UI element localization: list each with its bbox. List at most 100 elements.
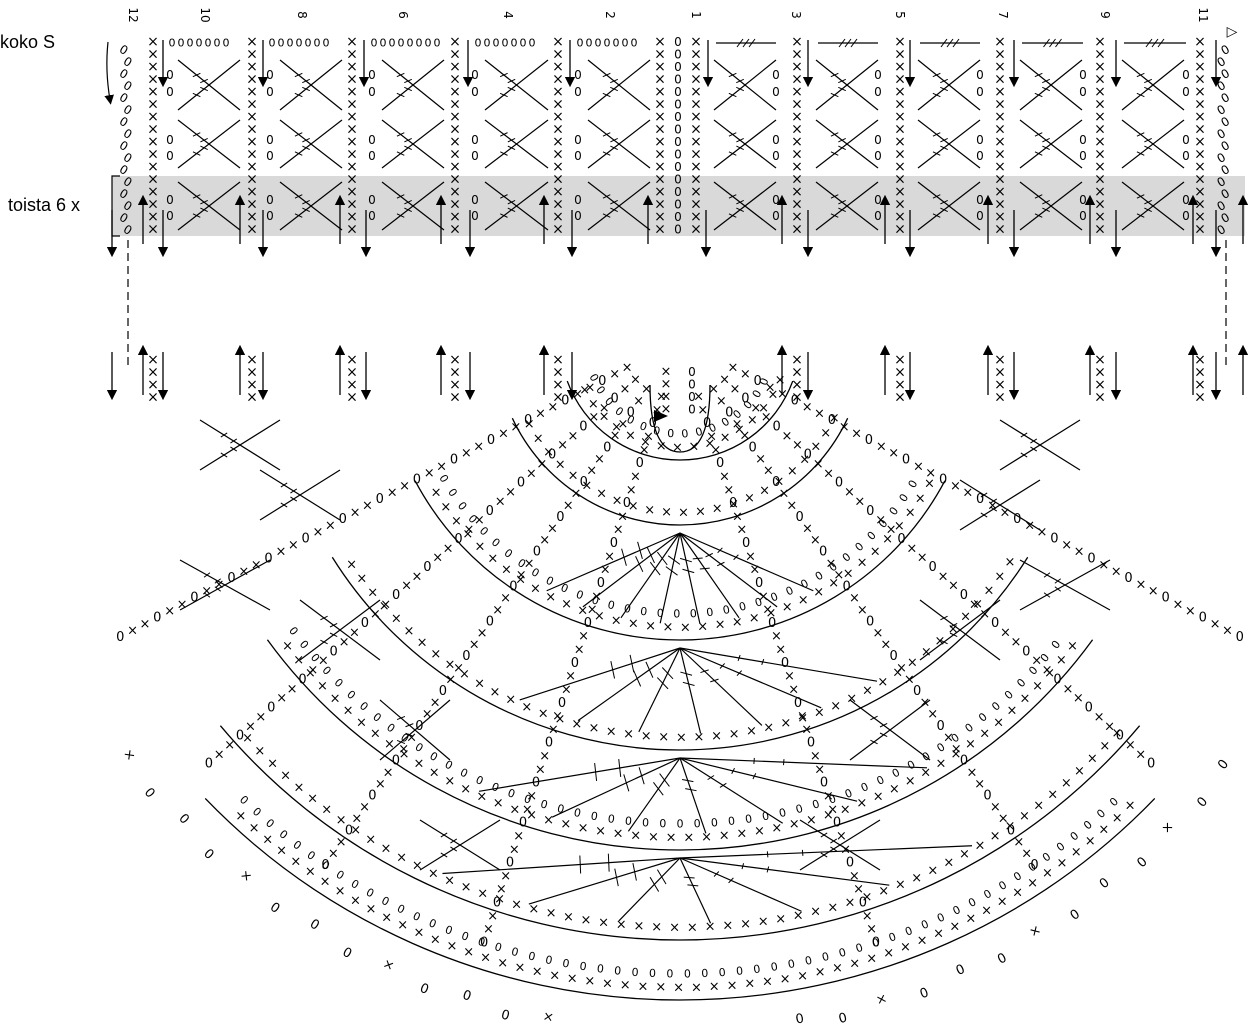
dc-tick xyxy=(638,542,643,559)
single-crochet-symbol: × xyxy=(732,615,743,630)
spoke-symbol: 0 xyxy=(376,492,384,507)
single-crochet-symbol: × xyxy=(775,373,786,388)
spoke-symbol: × xyxy=(814,407,825,422)
single-crochet-symbol: × xyxy=(321,803,332,818)
dc-tick xyxy=(657,870,666,884)
spoke-symbol: × xyxy=(432,551,443,566)
single-crochet-symbol: × xyxy=(894,390,906,406)
chain-symbol: 0 xyxy=(963,721,976,736)
chain-symbol: 0 xyxy=(266,133,274,147)
edge-symbol: 0 xyxy=(1068,907,1083,924)
chain-symbol: 0 xyxy=(787,957,796,971)
single-crochet-symbol: × xyxy=(676,730,687,745)
spoke-symbol: × xyxy=(813,457,824,472)
dc-tick xyxy=(1042,87,1050,90)
spoke-symbol: × xyxy=(307,663,318,678)
spoke-symbol: × xyxy=(557,438,568,453)
single-crochet-symbol: × xyxy=(813,585,824,600)
spoke-symbol: × xyxy=(1031,654,1042,669)
single-crochet-symbol: × xyxy=(567,971,578,986)
dc-tick xyxy=(838,87,846,90)
spoke-symbol: × xyxy=(1062,682,1073,697)
single-crochet-symbol: × xyxy=(672,440,683,455)
single-crochet-symbol: × xyxy=(549,968,560,983)
spoke-symbol: × xyxy=(536,457,547,472)
chain-symbol: 0 xyxy=(427,916,438,931)
single-crochet-symbol: × xyxy=(641,729,652,744)
chain-symbol: 0 xyxy=(278,37,285,50)
chain-symbol: 0 xyxy=(701,967,709,980)
single-crochet-symbol: × xyxy=(1074,764,1085,779)
dc-tick xyxy=(397,73,405,76)
chain-symbol: 0 xyxy=(890,766,902,781)
spoke-symbol: × xyxy=(275,545,286,560)
chain-symbol: 0 xyxy=(688,403,696,417)
chain-symbol: 0 xyxy=(398,37,405,50)
double-crochet-stitch xyxy=(520,648,680,700)
single-crochet-symbol: × xyxy=(638,979,649,994)
chain-symbol: 0 xyxy=(676,817,683,830)
single-crochet-symbol: × xyxy=(905,506,916,521)
spoke-symbol: × xyxy=(411,569,422,584)
chain-symbol: 0 xyxy=(357,699,371,713)
chain-symbol: 0 xyxy=(471,133,479,147)
edge-symbol: 0 xyxy=(141,785,158,801)
chain-symbol: 0 xyxy=(897,491,912,504)
single-crochet-symbol: × xyxy=(712,501,723,516)
spoke-symbol: × xyxy=(443,541,454,556)
dc-tick xyxy=(647,547,654,563)
single-crochet-symbol: × xyxy=(729,727,740,742)
chain-symbol: 0 xyxy=(370,710,383,725)
spoke-symbol: × xyxy=(255,710,266,725)
single-crochet-symbol: × xyxy=(412,859,423,874)
chain-symbol: 0 xyxy=(976,149,984,163)
single-crochet-symbol: × xyxy=(493,796,504,811)
single-crochet-symbol: × xyxy=(474,540,485,555)
single-crochet-symbol: × xyxy=(1085,834,1096,849)
chain-symbol: 0 xyxy=(371,37,378,50)
single-crochet-symbol: × xyxy=(965,912,976,927)
spoke-symbol: 0 xyxy=(1116,729,1124,744)
single-crochet-symbol: × xyxy=(356,572,367,587)
spoke-symbol: × xyxy=(802,400,813,415)
single-crochet-symbol: × xyxy=(862,684,873,699)
spoke-symbol: × xyxy=(938,569,949,584)
spoke-symbol: × xyxy=(913,459,924,474)
bottom-fan-section: × × × × × × × × × × × × × × × × × × × × × × × × × × × × × × × × × × × × × × × ×… xyxy=(112,350,1244,1028)
single-crochet-symbol: × xyxy=(561,597,572,612)
single-crochet-symbol: × xyxy=(658,730,669,745)
spoke-symbol: × xyxy=(1135,578,1146,593)
single-crochet-symbol: × xyxy=(1094,390,1106,406)
spoke-symbol: × xyxy=(224,738,235,753)
chain-symbol: 0 xyxy=(1079,133,1087,147)
spoke-symbol: × xyxy=(288,538,299,553)
chain-symbol: 0 xyxy=(631,37,638,50)
column-number: 3 xyxy=(789,11,803,19)
spoke-symbol: 0 xyxy=(1147,757,1155,772)
single-crochet-symbol: × xyxy=(793,908,804,923)
single-crochet-symbol: × xyxy=(461,880,472,895)
chain-symbol: 0 xyxy=(296,37,303,50)
spoke-symbol: × xyxy=(547,400,558,415)
dc-tick xyxy=(397,133,404,136)
single-crochet-symbol: × xyxy=(927,863,938,878)
spoke-symbol: × xyxy=(164,604,175,619)
single-crochet-symbol: × xyxy=(320,875,331,890)
chain-symbol: 0 xyxy=(613,37,620,50)
chain-symbol: 0 xyxy=(368,85,376,99)
edge-symbol: 0 xyxy=(418,981,431,998)
dc-tick xyxy=(200,138,207,141)
single-crochet-symbol: × xyxy=(267,756,278,771)
spoke-symbol: × xyxy=(350,505,361,520)
chain-symbol: 0 xyxy=(561,957,570,971)
dc-tick xyxy=(802,850,803,856)
spoke-symbol: × xyxy=(1010,635,1021,650)
chain-symbol: 0 xyxy=(586,37,593,50)
spoke-symbol: × xyxy=(888,446,899,461)
dc-tick xyxy=(405,724,413,727)
spoke-symbol: 0 xyxy=(361,616,369,631)
single-crochet-symbol: × xyxy=(744,977,755,992)
chain-symbol: 0 xyxy=(290,838,303,853)
single-crochet-symbol: × xyxy=(429,766,440,781)
